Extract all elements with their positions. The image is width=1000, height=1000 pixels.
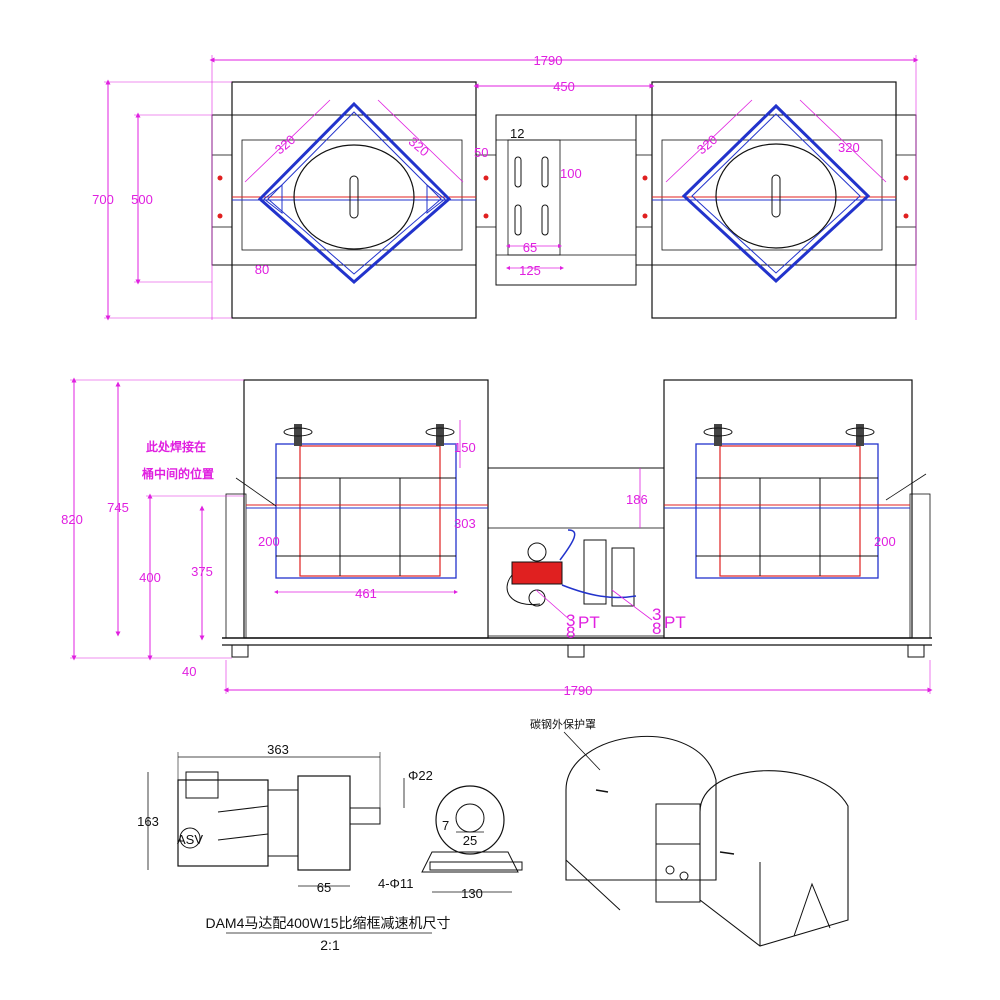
dim-right-a: 320: [694, 132, 720, 157]
dim-303: 303: [454, 516, 476, 531]
dim-50: 50: [474, 145, 488, 160]
dim-461: 461: [355, 586, 377, 601]
dim-top-overall: 1790: [534, 53, 563, 68]
motor-view: ASV 363 163 Φ22 65 7 25 130 4-Φ11 DAM4马达…: [137, 742, 523, 953]
motor-dim-holes: 4-Φ11: [378, 876, 413, 891]
dim-375: 375: [191, 564, 213, 579]
dim-top-700: 700: [92, 192, 114, 207]
front-view: 此处焊接在 桶中间的位置 820 745 400 375 200 200 150…: [61, 377, 933, 698]
iso-cover-label: 碳钢外保护罩: [530, 717, 596, 731]
dim-150: 150: [454, 440, 476, 455]
dim-400: 400: [139, 570, 161, 585]
pt-left-num: 3: [566, 611, 575, 630]
dim-40: 40: [182, 664, 196, 679]
dim-front-overall: 1790: [564, 683, 593, 698]
dim-right-b: 320: [838, 140, 860, 155]
pneumatic-valve-group: [506, 529, 637, 607]
dim-745: 745: [107, 500, 129, 515]
dim-top-500: 500: [131, 192, 153, 207]
dim-top-gap: 450: [553, 79, 575, 94]
dim-820: 820: [61, 512, 83, 527]
dim-200-right: 200: [874, 534, 896, 549]
dim-left-b: 320: [406, 134, 432, 159]
dim-80: 80: [255, 262, 269, 277]
pt-right-num: 3: [652, 605, 661, 624]
motor-dim-7: 7: [442, 818, 449, 833]
motor-caption: DAM4马达配400W15比缩框减速机尺寸: [205, 915, 450, 931]
motor-dim-65: 65: [317, 880, 331, 895]
motor-dim-shaft: Φ22: [408, 768, 433, 783]
motor-dim-height: 163: [137, 814, 159, 829]
motor-dim-25: 25: [463, 833, 477, 848]
motor-scale: 2:1: [320, 937, 340, 953]
pt-left-label: PT: [578, 613, 600, 632]
dim-65: 65: [523, 240, 537, 255]
weld-note-line1: 此处焊接在: [146, 439, 206, 454]
dim-100: 100: [560, 166, 582, 181]
dim-125: 125: [519, 263, 541, 278]
pt-right-label: PT: [664, 613, 686, 632]
weld-note-line2: 桶中间的位置: [142, 466, 214, 481]
pt-right-num2: 8: [652, 619, 661, 638]
top-view: 1790 450 700 500 320 320 320 320 80 12 5…: [92, 53, 919, 321]
svg-text:ASV: ASV: [177, 832, 203, 847]
dim-200-left: 200: [258, 534, 280, 549]
dim-186: 186: [626, 492, 648, 507]
dim-12: 12: [510, 126, 524, 141]
motor-dim-130: 130: [461, 886, 483, 901]
isometric-view: 碳钢外保护罩: [530, 717, 849, 947]
dim-left-a: 320: [272, 132, 298, 157]
motor-dim-length: 363: [267, 742, 289, 757]
pt-left-num2: 8: [566, 623, 575, 642]
